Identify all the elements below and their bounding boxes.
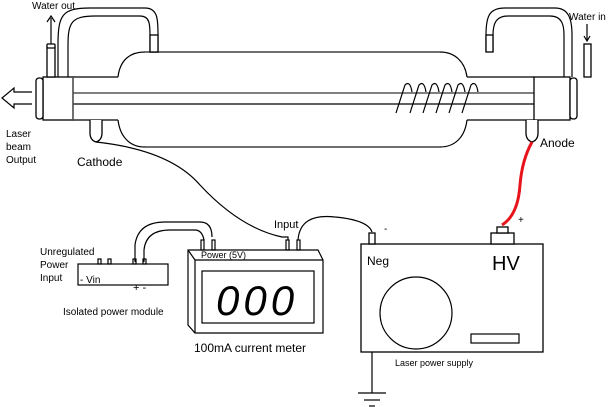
input-label: Input [274,219,298,231]
unregulated-label-1: Unregulated [40,247,94,258]
unregulated-label-3: Input [40,273,62,284]
meter-screen [201,270,315,324]
pos-sign-label: + [518,215,524,226]
current-meter [187,239,324,334]
anode-label: Anode [540,136,575,150]
left-window [35,77,44,120]
laser-output-label-2: beam [6,142,31,153]
cathode-terminal [89,120,103,143]
hv-terminal [490,232,515,245]
laser-output-label-3: Output [6,155,36,166]
neg-sign-label: - [384,224,387,235]
hv-label: HV [492,253,520,275]
neg-terminal [368,232,376,245]
right-window [569,77,578,120]
psu-fan [379,276,453,350]
water-out-label: Water out [32,1,75,12]
isolated-module-label: Isolated power module [63,307,164,318]
vin-label: - Vin [80,275,100,286]
water-out-port [46,46,56,78]
water-in-port [583,43,592,78]
neg-label: Neg [367,254,389,268]
anode-terminal [525,120,539,143]
cathode-wire [95,141,289,240]
laser-power-supply [358,226,544,407]
psu-display [470,333,520,344]
module-power-wire-1 [134,221,213,262]
laser-tube [35,51,578,148]
water-hoses [46,7,592,78]
unregulated-label-2: Power [40,260,69,271]
left-end-cap [42,76,74,121]
laser-output-label-1: Laser [6,129,32,140]
psu-caption: Laser power supply [395,358,474,368]
module-power-wire-2 [143,229,205,262]
right-end-cap [533,76,571,121]
hv-wire [501,141,534,227]
beam-output-arrow [1,86,32,110]
isolated-power-module [77,258,169,286]
meter-to-neg-wire [297,215,373,241]
meter-display-value: 000 [216,277,298,324]
cathode-label: Cathode [77,155,123,169]
meter-caption: 100mA current meter [194,341,306,355]
meter-power-label: Power (5V) [201,250,246,260]
module-output-label: + - [133,282,146,294]
cooling-coil [395,82,479,114]
water-in-label: Water in [569,12,606,23]
